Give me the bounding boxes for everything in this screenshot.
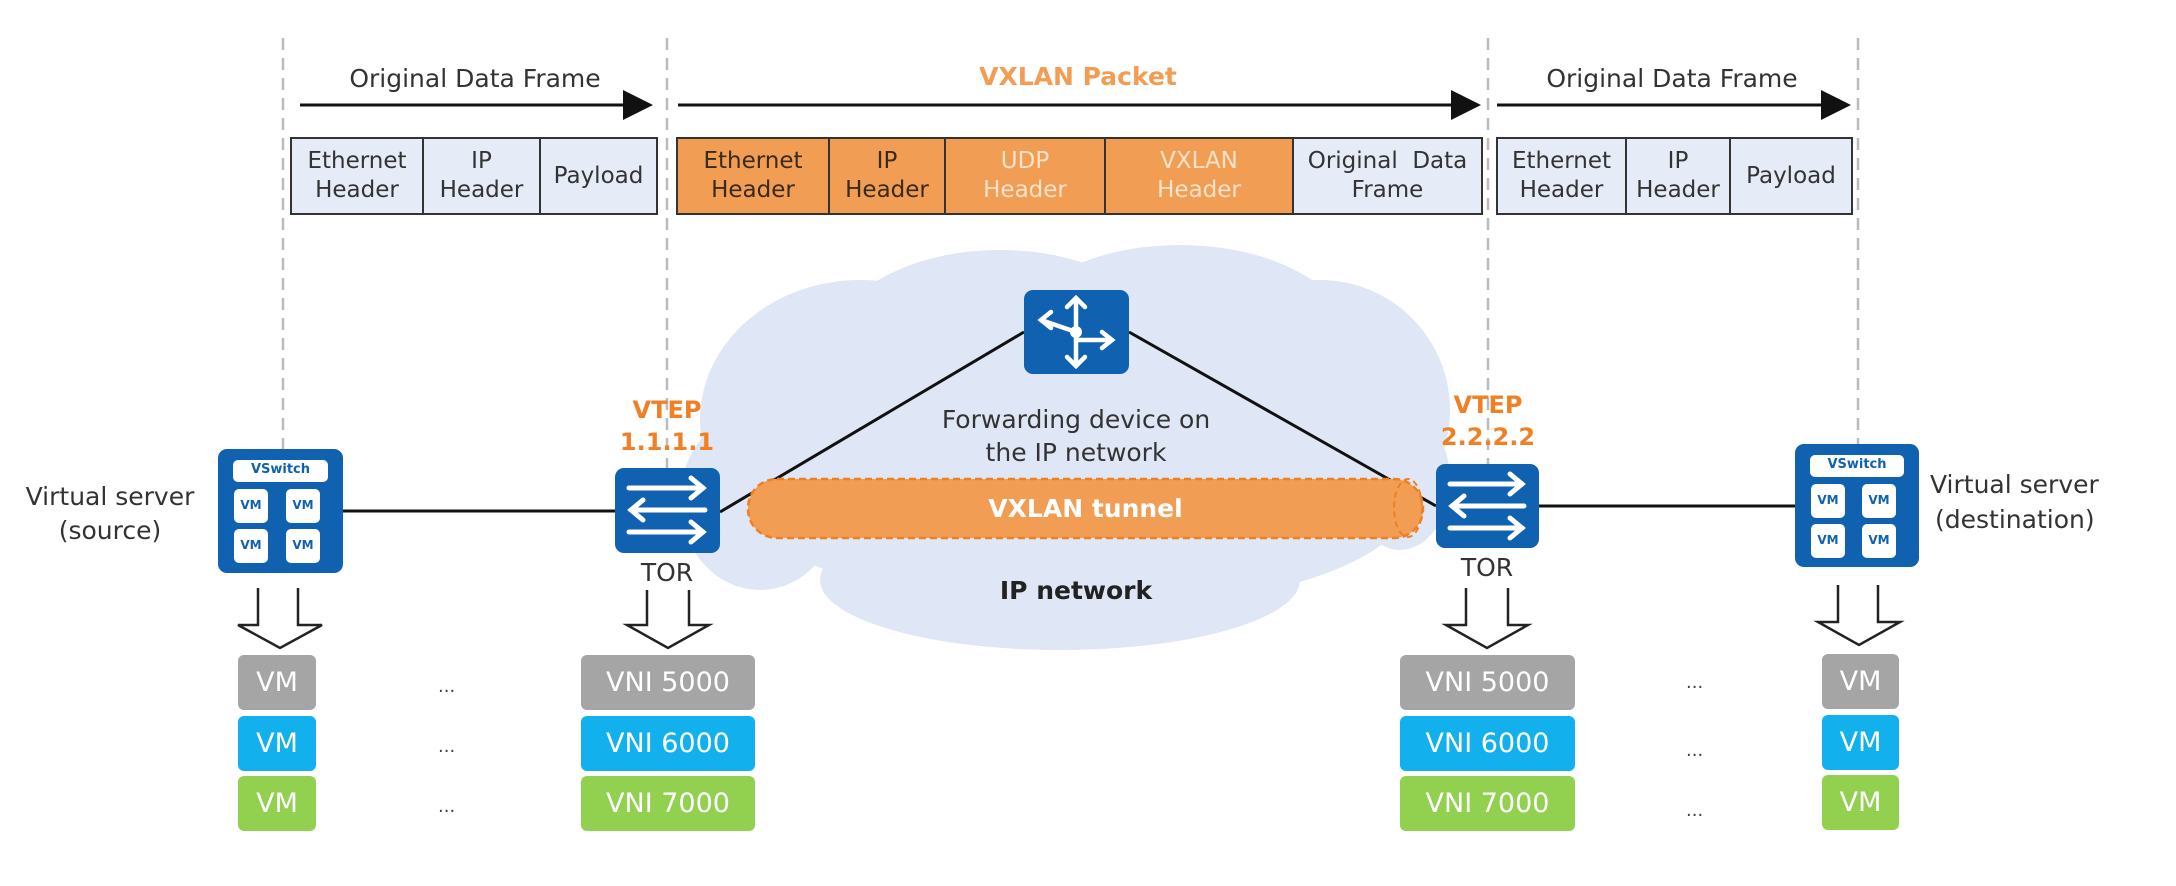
destination-virtual-server-icon[interactable]: VSwitch VM VM VM VM [1795, 444, 1919, 567]
right-original-frame: Ethernet Header IP Header Payload [1496, 137, 1853, 215]
left-vtep-ip: 1.1.1.1 [619, 428, 715, 456]
left-vm-chip: VM [238, 776, 316, 831]
vxlan-packet-title: VXLAN Packet [979, 62, 1177, 91]
frame-cell-ethernet-header: Ethernet Header [292, 139, 424, 213]
left-vm-chip: VM [238, 716, 316, 771]
down-arrow-left-tor [622, 590, 714, 650]
left-vni-chip-6000: VNI 6000 [581, 716, 755, 771]
down-arrow-source [237, 588, 323, 650]
left-tor-switch-icon[interactable] [615, 468, 720, 553]
vxlan-cell-udp-header: UDP Header [946, 139, 1106, 213]
dest-server-label-line2: (destination) [1935, 505, 2095, 534]
left-original-frame: Ethernet Header IP Header Payload [290, 137, 658, 215]
vxlan-cell-vxlan-header: VXLAN Header [1106, 139, 1294, 213]
left-vtep-label: VTEP [632, 396, 702, 424]
right-vm-chip: VM [1822, 775, 1899, 830]
ellipsis: ... [438, 736, 456, 757]
ellipsis: ... [1686, 672, 1704, 693]
source-server-label-line2: (source) [58, 516, 162, 545]
vxlan-cell-ethernet-header: Ethernet Header [678, 139, 830, 213]
down-arrow-right-tor [1441, 588, 1533, 650]
ellipsis: ... [1686, 740, 1704, 761]
forwarding-device-label-line1: Forwarding device on [941, 405, 1211, 434]
switch-arrows-icon [626, 475, 708, 545]
router-arrows-icon [1037, 294, 1116, 370]
down-arrow-destination [1813, 585, 1905, 647]
frame-cell-ethernet-header: Ethernet Header [1498, 139, 1627, 213]
forwarding-router-icon[interactable] [1024, 290, 1129, 374]
vxlan-cell-original-data-frame: Original Data Frame [1294, 139, 1481, 213]
ellipsis: ... [1686, 800, 1704, 821]
vxlan-tunnel [746, 477, 1425, 540]
source-virtual-server-icon[interactable]: VSwitch VM VM VM VM [218, 449, 343, 573]
right-vni-chip-6000: VNI 6000 [1400, 716, 1575, 771]
right-vtep-label: VTEP [1453, 391, 1523, 419]
forwarding-device-label-line2: the IP network [985, 438, 1167, 467]
ip-network-cloud [680, 245, 1450, 650]
vm-badge: VM [1811, 484, 1845, 518]
right-vm-chip: VM [1822, 654, 1899, 709]
left-vni-chip-7000: VNI 7000 [581, 776, 755, 831]
frame-cell-ip-header: IP Header [424, 139, 541, 213]
vxlan-tunnel-end [1393, 478, 1423, 538]
frame-cell-payload: Payload [1731, 139, 1851, 213]
frame-cell-payload: Payload [541, 139, 656, 213]
right-frame-title: Original Data Frame [1546, 64, 1798, 93]
vxlan-packet-frame: Ethernet Header IP Header UDP Header VXL… [676, 137, 1483, 215]
right-vtep-ip: 2.2.2.2 [1440, 423, 1536, 451]
right-vni-chip-5000: VNI 5000 [1400, 655, 1575, 710]
right-tor-label: TOR [1460, 553, 1514, 582]
ip-network-label: IP network [999, 576, 1153, 605]
vm-badge: VM [286, 529, 320, 563]
left-frame-title: Original Data Frame [349, 64, 601, 93]
vm-badge: VM [234, 489, 268, 523]
right-tor-switch-icon[interactable] [1436, 464, 1539, 548]
vm-badge: VM [286, 489, 320, 523]
right-vni-chip-7000: VNI 7000 [1400, 776, 1575, 831]
ellipsis: ... [438, 676, 456, 697]
link-router-to-tor [1128, 330, 1437, 508]
vswitch-badge: VSwitch [233, 460, 328, 482]
vm-badge: VM [1811, 524, 1845, 558]
left-vni-chip-5000: VNI 5000 [581, 655, 755, 710]
right-vm-chip: VM [1822, 715, 1899, 770]
vm-badge: VM [1862, 524, 1896, 558]
vxlan-tunnel-label: VXLAN tunnel [988, 494, 1183, 523]
source-server-label-line1: Virtual server [25, 482, 195, 511]
vswitch-badge: VSwitch [1810, 455, 1904, 477]
vm-badge: VM [1862, 484, 1896, 518]
ellipsis: ... [438, 796, 456, 817]
vxlan-cell-ip-header: IP Header [830, 139, 946, 213]
dest-server-label-line1: Virtual server [1930, 470, 2099, 499]
switch-arrows-icon [1447, 471, 1527, 541]
down-arrows [237, 585, 1905, 650]
left-tor-label: TOR [640, 558, 694, 587]
left-vm-chip: VM [238, 655, 316, 710]
frame-cell-ip-header: IP Header [1627, 139, 1731, 213]
vm-badge: VM [234, 529, 268, 563]
